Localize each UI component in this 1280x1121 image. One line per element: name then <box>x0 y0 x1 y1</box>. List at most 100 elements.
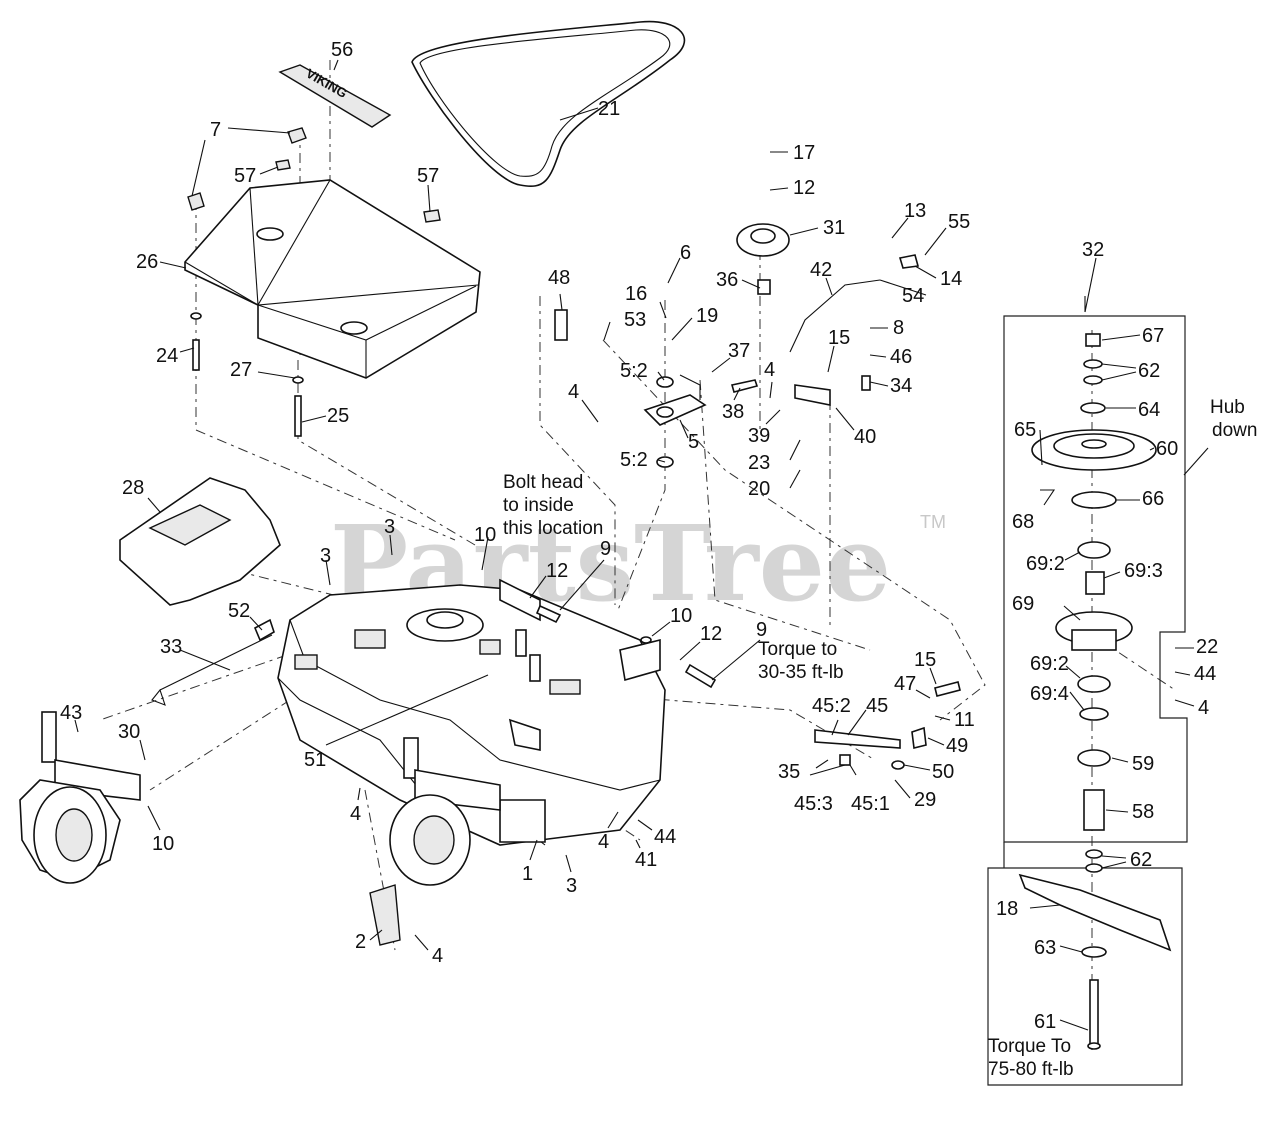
callout-44: 44 <box>654 826 676 848</box>
callout-34: 34 <box>890 375 912 397</box>
note-torque-spindle-line2: 75-80 ft-lb <box>988 1059 1074 1080</box>
note-hub-down-line2: down <box>1212 420 1257 441</box>
deck-top-cover <box>119 477 281 606</box>
callout-61: 61 <box>1034 1011 1056 1033</box>
callout-26: 26 <box>136 251 158 273</box>
callout-32: 32 <box>1082 239 1104 261</box>
callout-4: 4 <box>568 381 579 403</box>
callout-69-2: 69:2 <box>1026 553 1065 575</box>
callout-24: 24 <box>156 345 178 367</box>
callout-28: 28 <box>122 477 144 499</box>
callout-1: 1 <box>522 863 533 885</box>
callout-14: 14 <box>940 268 962 290</box>
callout-68: 68 <box>1012 511 1034 533</box>
callout-4: 4 <box>598 831 609 853</box>
callout-6: 6 <box>680 242 691 264</box>
callout-50: 50 <box>932 761 954 783</box>
callout-16: 16 <box>625 283 647 305</box>
watermark-trademark: TM <box>920 512 946 532</box>
callout-17: 17 <box>793 142 815 164</box>
callout-18: 18 <box>996 898 1018 920</box>
note-torque-idler-line2: 30-35 ft-lb <box>758 662 844 683</box>
callout-69: 69 <box>1012 593 1034 615</box>
callout-25: 25 <box>327 405 349 427</box>
clip-7b <box>187 192 205 211</box>
callout-45-3: 45:3 <box>794 793 833 815</box>
viking-decal: VIKING <box>278 64 392 128</box>
callout-60: 60 <box>1156 438 1178 460</box>
callout-38: 38 <box>722 401 744 423</box>
callout-12: 12 <box>546 560 568 582</box>
callout-33: 33 <box>160 636 182 658</box>
spindle-assembly <box>1031 333 1157 873</box>
callout-2: 2 <box>355 931 366 953</box>
callout-39: 39 <box>748 425 770 447</box>
callout-12: 12 <box>700 623 722 645</box>
callout-22: 22 <box>1196 636 1218 658</box>
callout-62: 62 <box>1138 360 1160 382</box>
callout-69-4: 69:4 <box>1030 683 1069 705</box>
clip-57b <box>423 209 441 223</box>
callout-4: 4 <box>1198 697 1209 719</box>
callout-51: 51 <box>304 749 326 771</box>
callout-36: 36 <box>716 269 738 291</box>
blade-assembly-frame <box>987 842 1183 1086</box>
drive-belt <box>411 20 686 187</box>
callout-7: 7 <box>210 119 221 141</box>
callout-43: 43 <box>60 702 82 724</box>
callout-45-2: 45:2 <box>812 695 851 717</box>
callout-55: 55 <box>948 211 970 233</box>
callout-20: 20 <box>748 478 770 500</box>
assembly-notes: Bolt head to inside this location Torque… <box>503 397 1257 1080</box>
idler-mount-hardware <box>535 604 717 689</box>
callout-54: 54 <box>902 285 924 307</box>
callout-4: 4 <box>764 359 775 381</box>
spindle-assembly-frame <box>1003 315 1188 843</box>
callout-9: 9 <box>600 538 611 560</box>
cover-hardware <box>190 312 304 437</box>
clip-7 <box>287 127 307 144</box>
callout-10: 10 <box>152 833 174 855</box>
callout-3: 3 <box>320 545 331 567</box>
note-hub-down-line1: Hub <box>1210 397 1245 418</box>
callout-30: 30 <box>118 721 140 743</box>
callout-29: 29 <box>914 789 936 811</box>
callout-57: 57 <box>234 165 256 187</box>
callout-69-3: 69:3 <box>1124 560 1163 582</box>
note-bolt-head-line3: this location <box>503 518 603 539</box>
callout-41: 41 <box>635 849 657 871</box>
bracket-2 <box>369 884 401 946</box>
clip-57a <box>275 159 291 171</box>
callout-23: 23 <box>748 452 770 474</box>
callout-56: 56 <box>331 39 353 61</box>
callout-5-2: 5:2 <box>620 449 648 471</box>
rod-33 <box>159 634 273 691</box>
callout-57: 57 <box>417 165 439 187</box>
callout-11: 11 <box>954 709 975 731</box>
callout-62: 62 <box>1130 849 1152 871</box>
callout-67: 67 <box>1142 325 1164 347</box>
callout-4: 4 <box>350 803 361 825</box>
callout-45-1: 45:1 <box>851 793 890 815</box>
mower-deck <box>277 578 666 846</box>
callout-64: 64 <box>1138 399 1160 421</box>
callout-63: 63 <box>1034 937 1056 959</box>
callout-65: 65 <box>1014 419 1036 441</box>
note-bolt-head-line1: Bolt head <box>503 472 583 493</box>
callout-5-2: 5:2 <box>620 360 648 382</box>
callout-45: 45 <box>866 695 888 717</box>
right-caster-assembly <box>389 737 501 886</box>
callout-19: 19 <box>696 305 718 327</box>
callout-21: 21 <box>598 98 620 120</box>
callout-40: 40 <box>854 426 876 448</box>
callout-46: 46 <box>890 346 912 368</box>
callout-69-2: 69:2 <box>1030 653 1069 675</box>
callout-10: 10 <box>474 524 496 546</box>
callout-52: 52 <box>228 600 250 622</box>
callout-42: 42 <box>810 259 832 281</box>
callout-27: 27 <box>230 359 252 381</box>
callout-49: 49 <box>946 735 968 757</box>
callout-58: 58 <box>1132 801 1154 823</box>
callout-9: 9 <box>756 619 767 641</box>
